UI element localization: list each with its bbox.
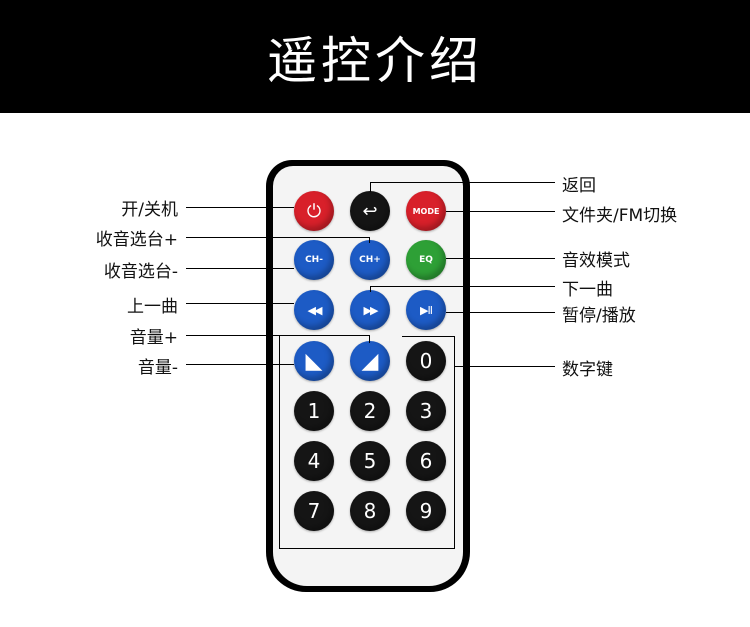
return-icon: ↩ (362, 200, 378, 222)
next-track-icon: ▶▶ (363, 303, 379, 317)
digit-label: 7 (307, 499, 321, 523)
callout-line-eq (446, 258, 555, 259)
label-vol-up: 音量+ (129, 328, 178, 348)
digit-label: 6 (419, 449, 433, 473)
digit-1-button[interactable]: 1 (294, 391, 334, 431)
label-eq: 音效模式 (562, 251, 630, 271)
volume-down-button[interactable]: ◣ (294, 341, 334, 381)
callout-line-vol-up (186, 335, 370, 336)
label-prev: 上一曲 (127, 297, 178, 317)
play-pause-button[interactable]: ▶II (406, 290, 446, 330)
callout-line-ch-plus-drop (369, 237, 370, 243)
callout-line-mode (446, 211, 555, 212)
digit-label: 5 (363, 449, 377, 473)
callout-line-power (186, 207, 294, 208)
digit-3-button[interactable]: 3 (406, 391, 446, 431)
digit-8-button[interactable]: 8 (350, 491, 390, 531)
digit-4-button[interactable]: 4 (294, 441, 334, 481)
label-power: 开/关机 (121, 200, 178, 220)
next-track-button[interactable]: ▶▶ (350, 290, 390, 330)
label-vol-down: 音量- (137, 358, 178, 378)
digit-2-button[interactable]: 2 (350, 391, 390, 431)
label-mode: 文件夹/FM切换 (562, 206, 678, 226)
callout-line-vol-down (186, 364, 294, 365)
eq-label: EQ (419, 255, 433, 265)
label-ch-minus: 收音选台- (103, 262, 178, 282)
play-pause-icon: ▶II (420, 303, 433, 317)
label-play-pause: 暂停/播放 (562, 306, 636, 326)
mode-button-label: MODE (412, 206, 440, 216)
digit-label: 1 (307, 399, 321, 423)
title-banner: 遥控介绍 (0, 0, 750, 113)
callout-line-ch-plus (186, 237, 370, 238)
prev-track-icon: ◀◀ (307, 303, 323, 317)
digit-7-button[interactable]: 7 (294, 491, 334, 531)
eq-button[interactable]: EQ (406, 240, 446, 280)
volume-up-icon: ◢ (361, 348, 379, 374)
label-next: 下一曲 (562, 280, 613, 300)
callout-line-back (370, 182, 555, 183)
prev-track-button[interactable]: ◀◀ (294, 290, 334, 330)
volume-up-button[interactable]: ◢ (350, 341, 390, 381)
digit-9-button[interactable]: 9 (406, 491, 446, 531)
digit-label: 9 (419, 499, 433, 523)
power-icon: ⏻ (306, 200, 322, 222)
callout-line-ch-minus (186, 268, 294, 269)
label-ch-plus: 收音选台+ (95, 230, 178, 250)
label-digits: 数字键 (562, 360, 613, 380)
digit-label: 0 (419, 349, 433, 373)
power-button[interactable]: ⏻ (294, 191, 334, 231)
callout-line-digits (455, 366, 555, 367)
digit-5-button[interactable]: 5 (350, 441, 390, 481)
callout-line-prev (186, 303, 294, 304)
digit-label: 3 (419, 399, 433, 423)
label-back: 返回 (562, 176, 596, 196)
banner-title: 遥控介绍 (267, 31, 483, 90)
digit-label: 4 (307, 449, 321, 473)
digit-label: 2 (363, 399, 377, 423)
mode-button[interactable]: MODE (406, 191, 446, 231)
ch-minus-button[interactable]: CH- (294, 240, 334, 280)
digit-label: 8 (363, 499, 377, 523)
callout-line-next-rise (370, 286, 371, 292)
ch-minus-label: CH- (305, 255, 323, 265)
volume-down-icon: ◣ (305, 348, 323, 374)
callout-line-back-rise (370, 182, 371, 192)
callout-line-next (370, 286, 555, 287)
digit-0-button[interactable]: 0 (406, 341, 446, 381)
callout-line-play-pause (446, 312, 555, 313)
back-button[interactable]: ↩ (350, 191, 390, 231)
digit-keys-frame (279, 336, 455, 549)
callout-line-vol-up-drop (369, 335, 370, 343)
ch-plus-button[interactable]: CH+ (350, 240, 390, 280)
ch-plus-label: CH+ (359, 255, 381, 265)
digit-6-button[interactable]: 6 (406, 441, 446, 481)
